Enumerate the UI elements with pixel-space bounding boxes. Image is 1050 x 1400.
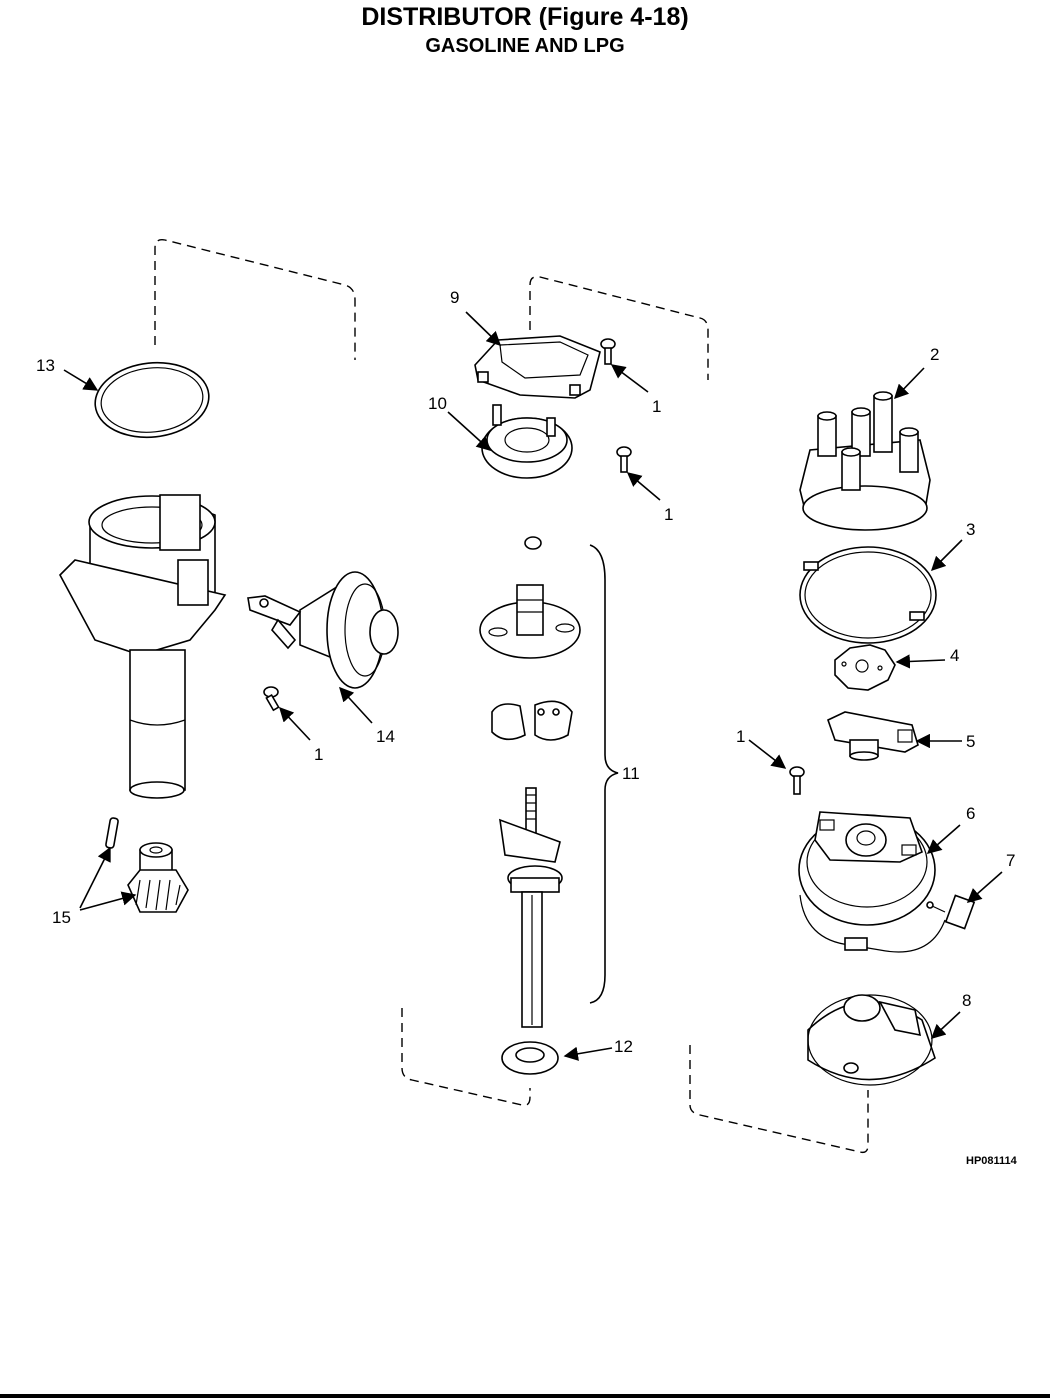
leader-2 [893, 367, 925, 400]
pole-piece [481, 404, 573, 479]
o-ring [94, 361, 210, 439]
roll-pin [105, 817, 119, 849]
callout-8: 8 [962, 991, 971, 1010]
shaft-assembly [479, 536, 581, 1028]
guide-line-upper-middle [529, 275, 709, 380]
callout-2: 2 [930, 345, 939, 364]
callout-10: 10 [428, 394, 447, 413]
leader-15a [79, 846, 111, 909]
screw-middle-right [616, 446, 632, 473]
callout-1-middle: 1 [664, 505, 673, 524]
callout-13: 13 [36, 356, 55, 375]
distributor-housing [59, 494, 227, 799]
callout-1-right: 1 [736, 727, 745, 746]
leader-1b [626, 472, 661, 501]
callout-5: 5 [966, 732, 975, 751]
callout-15: 15 [52, 908, 71, 927]
callout-12: 12 [614, 1037, 633, 1056]
guide-line-lower-middle [401, 1008, 531, 1107]
guide-line-left [154, 238, 356, 360]
screw-left [263, 686, 280, 712]
callout-7: 7 [1006, 851, 1015, 870]
screw-upper-right [600, 338, 616, 365]
leader-9 [465, 311, 502, 347]
leader-12 [563, 1046, 613, 1061]
shaft-assembly-brace [589, 544, 619, 1004]
callout-1-left: 1 [314, 745, 323, 764]
drive-gear [127, 842, 189, 913]
callout-1-upper: 1 [652, 397, 661, 416]
screw-right [789, 766, 805, 795]
callout-14: 14 [376, 727, 395, 746]
page-subtitle: GASOLINE AND LPG [425, 35, 625, 57]
cap-seal [799, 546, 937, 644]
module-cover [807, 994, 936, 1086]
leader-10 [447, 411, 492, 451]
page-title: DISTRIBUTOR (Figure 4-18) [361, 3, 689, 31]
leader-1c [279, 706, 311, 741]
callout-4: 4 [950, 646, 959, 665]
wire-connector [926, 894, 976, 930]
callout-6: 6 [966, 804, 975, 823]
leader-13 [63, 369, 99, 391]
guide-line-lower-right [689, 1045, 869, 1154]
shield [834, 644, 896, 691]
bottom-rule [0, 1394, 1050, 1398]
leader-6 [926, 824, 961, 854]
leader-1d [748, 739, 787, 769]
leader-4 [895, 654, 946, 669]
leader-8 [930, 1011, 961, 1039]
leader-3 [930, 539, 963, 572]
vacuum-advance-unit [247, 571, 399, 689]
pickup-coil-module [474, 335, 601, 399]
rotor [827, 711, 919, 761]
leader-14 [339, 686, 373, 724]
distributor-cap [799, 391, 931, 531]
callout-3: 3 [966, 520, 975, 539]
leader-1a [610, 364, 649, 393]
washer [501, 1041, 559, 1075]
leader-7 [966, 871, 1003, 903]
leader-15b [79, 891, 137, 911]
ignition-module-housing [798, 811, 946, 953]
callout-11: 11 [622, 764, 640, 783]
figure-code: HP081114 [966, 1155, 1018, 1167]
callout-9: 9 [450, 288, 459, 307]
